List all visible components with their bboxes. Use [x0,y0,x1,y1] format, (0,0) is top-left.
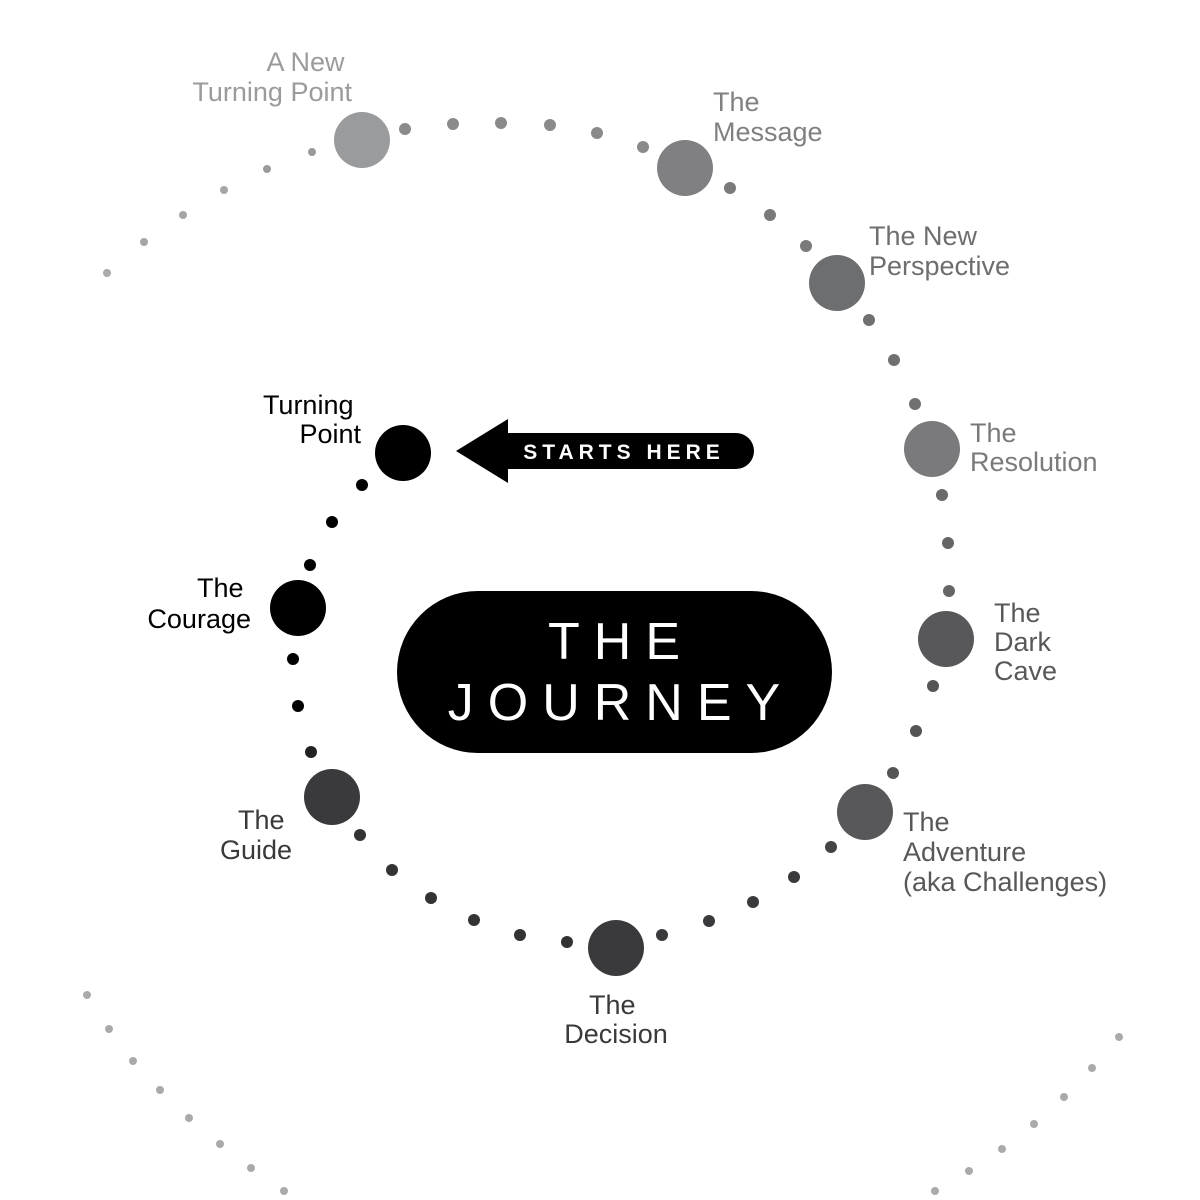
connector-dot [936,489,948,501]
label-the-adventure: The Adventure (aka Challenges) [903,807,1107,897]
connector-dot [927,680,939,692]
stage-labels: Turning Point The Courage The Guide The … [147,47,1107,1049]
connector-dot [942,537,954,549]
connector-dot [156,1086,164,1094]
connector-dot [910,725,922,737]
connector-dot [292,700,304,712]
label-the-courage: The Courage [147,573,251,634]
connector-dot [888,354,900,366]
node-turning-point [375,425,431,481]
connector-dot [105,1025,113,1033]
label-the-new-perspective: The New Perspective [869,221,1010,281]
connector-dot [247,1164,255,1172]
connector-dot [468,914,480,926]
connector-dot [544,119,556,131]
node-the-message [657,140,713,196]
connector-dot [83,991,91,999]
node-a-new-turning-point [334,112,390,168]
label-the-message: The Message [713,87,823,147]
connector-dot [447,118,459,130]
connector-dot [179,211,187,219]
connector-dot [308,148,316,156]
label-the-guide: The Guide [220,805,292,865]
node-the-resolution [904,421,960,477]
connector-dot [1060,1093,1068,1101]
starts-here-label: STARTS HERE [523,441,725,464]
connector-dot [561,936,573,948]
connector-dot [263,165,271,173]
connector-dot [637,141,649,153]
connector-dot [356,479,368,491]
label-the-resolution: The Resolution [970,418,1098,477]
connector-dot [495,117,507,129]
connector-dot [326,516,338,528]
connector-dot [514,929,526,941]
connector-dot [1088,1064,1096,1072]
connector-dot [220,186,228,194]
connector-dot [305,746,317,758]
connector-dot [998,1145,1006,1153]
connector-dot [103,269,111,277]
connector-dot [280,1187,288,1195]
connector-dot [140,238,148,246]
title-line-2: JOURNEY [448,674,794,732]
connector-dot [591,127,603,139]
title-line-1: THE [548,613,694,671]
connector-dot [788,871,800,883]
connector-dot [354,829,366,841]
stage-nodes [270,112,974,976]
connector-dot [216,1140,224,1148]
connector-dot [425,892,437,904]
node-the-adventure [837,784,893,840]
label-the-decision: The Decision [564,990,668,1049]
connector-dot [129,1057,137,1065]
connector-dot [764,209,776,221]
node-the-dark-cave [918,611,974,667]
connector-dot [287,653,299,665]
label-a-new-turning-point: A New Turning Point [192,47,352,107]
node-the-guide [304,769,360,825]
node-the-decision [588,920,644,976]
connector-dot [1115,1033,1123,1041]
connector-dot [965,1167,973,1175]
connector-dot [386,864,398,876]
connector-dot [863,314,875,326]
connector-dot [887,767,899,779]
connector-dot [724,182,736,194]
connector-dot [185,1114,193,1122]
node-the-courage [270,580,326,636]
connector-dot [747,896,759,908]
title-pill-background [397,591,832,753]
connector-dots [83,117,1123,1195]
arrow-shape [456,419,754,483]
connector-dot [399,123,411,135]
connector-dot [656,929,668,941]
connector-dot [304,559,316,571]
title-pill: THE JOURNEY [397,591,832,753]
node-the-new-perspective [809,255,865,311]
connector-dot [1030,1120,1038,1128]
starts-here-arrow: STARTS HERE [456,419,754,483]
connector-dot [943,585,955,597]
connector-dot [931,1187,939,1195]
label-the-dark-cave: The Dark Cave [994,598,1059,686]
connector-dot [800,240,812,252]
connector-dot [703,915,715,927]
connector-dot [909,398,921,410]
label-turning-point: Turning Point [263,390,362,449]
connector-dot [825,841,837,853]
